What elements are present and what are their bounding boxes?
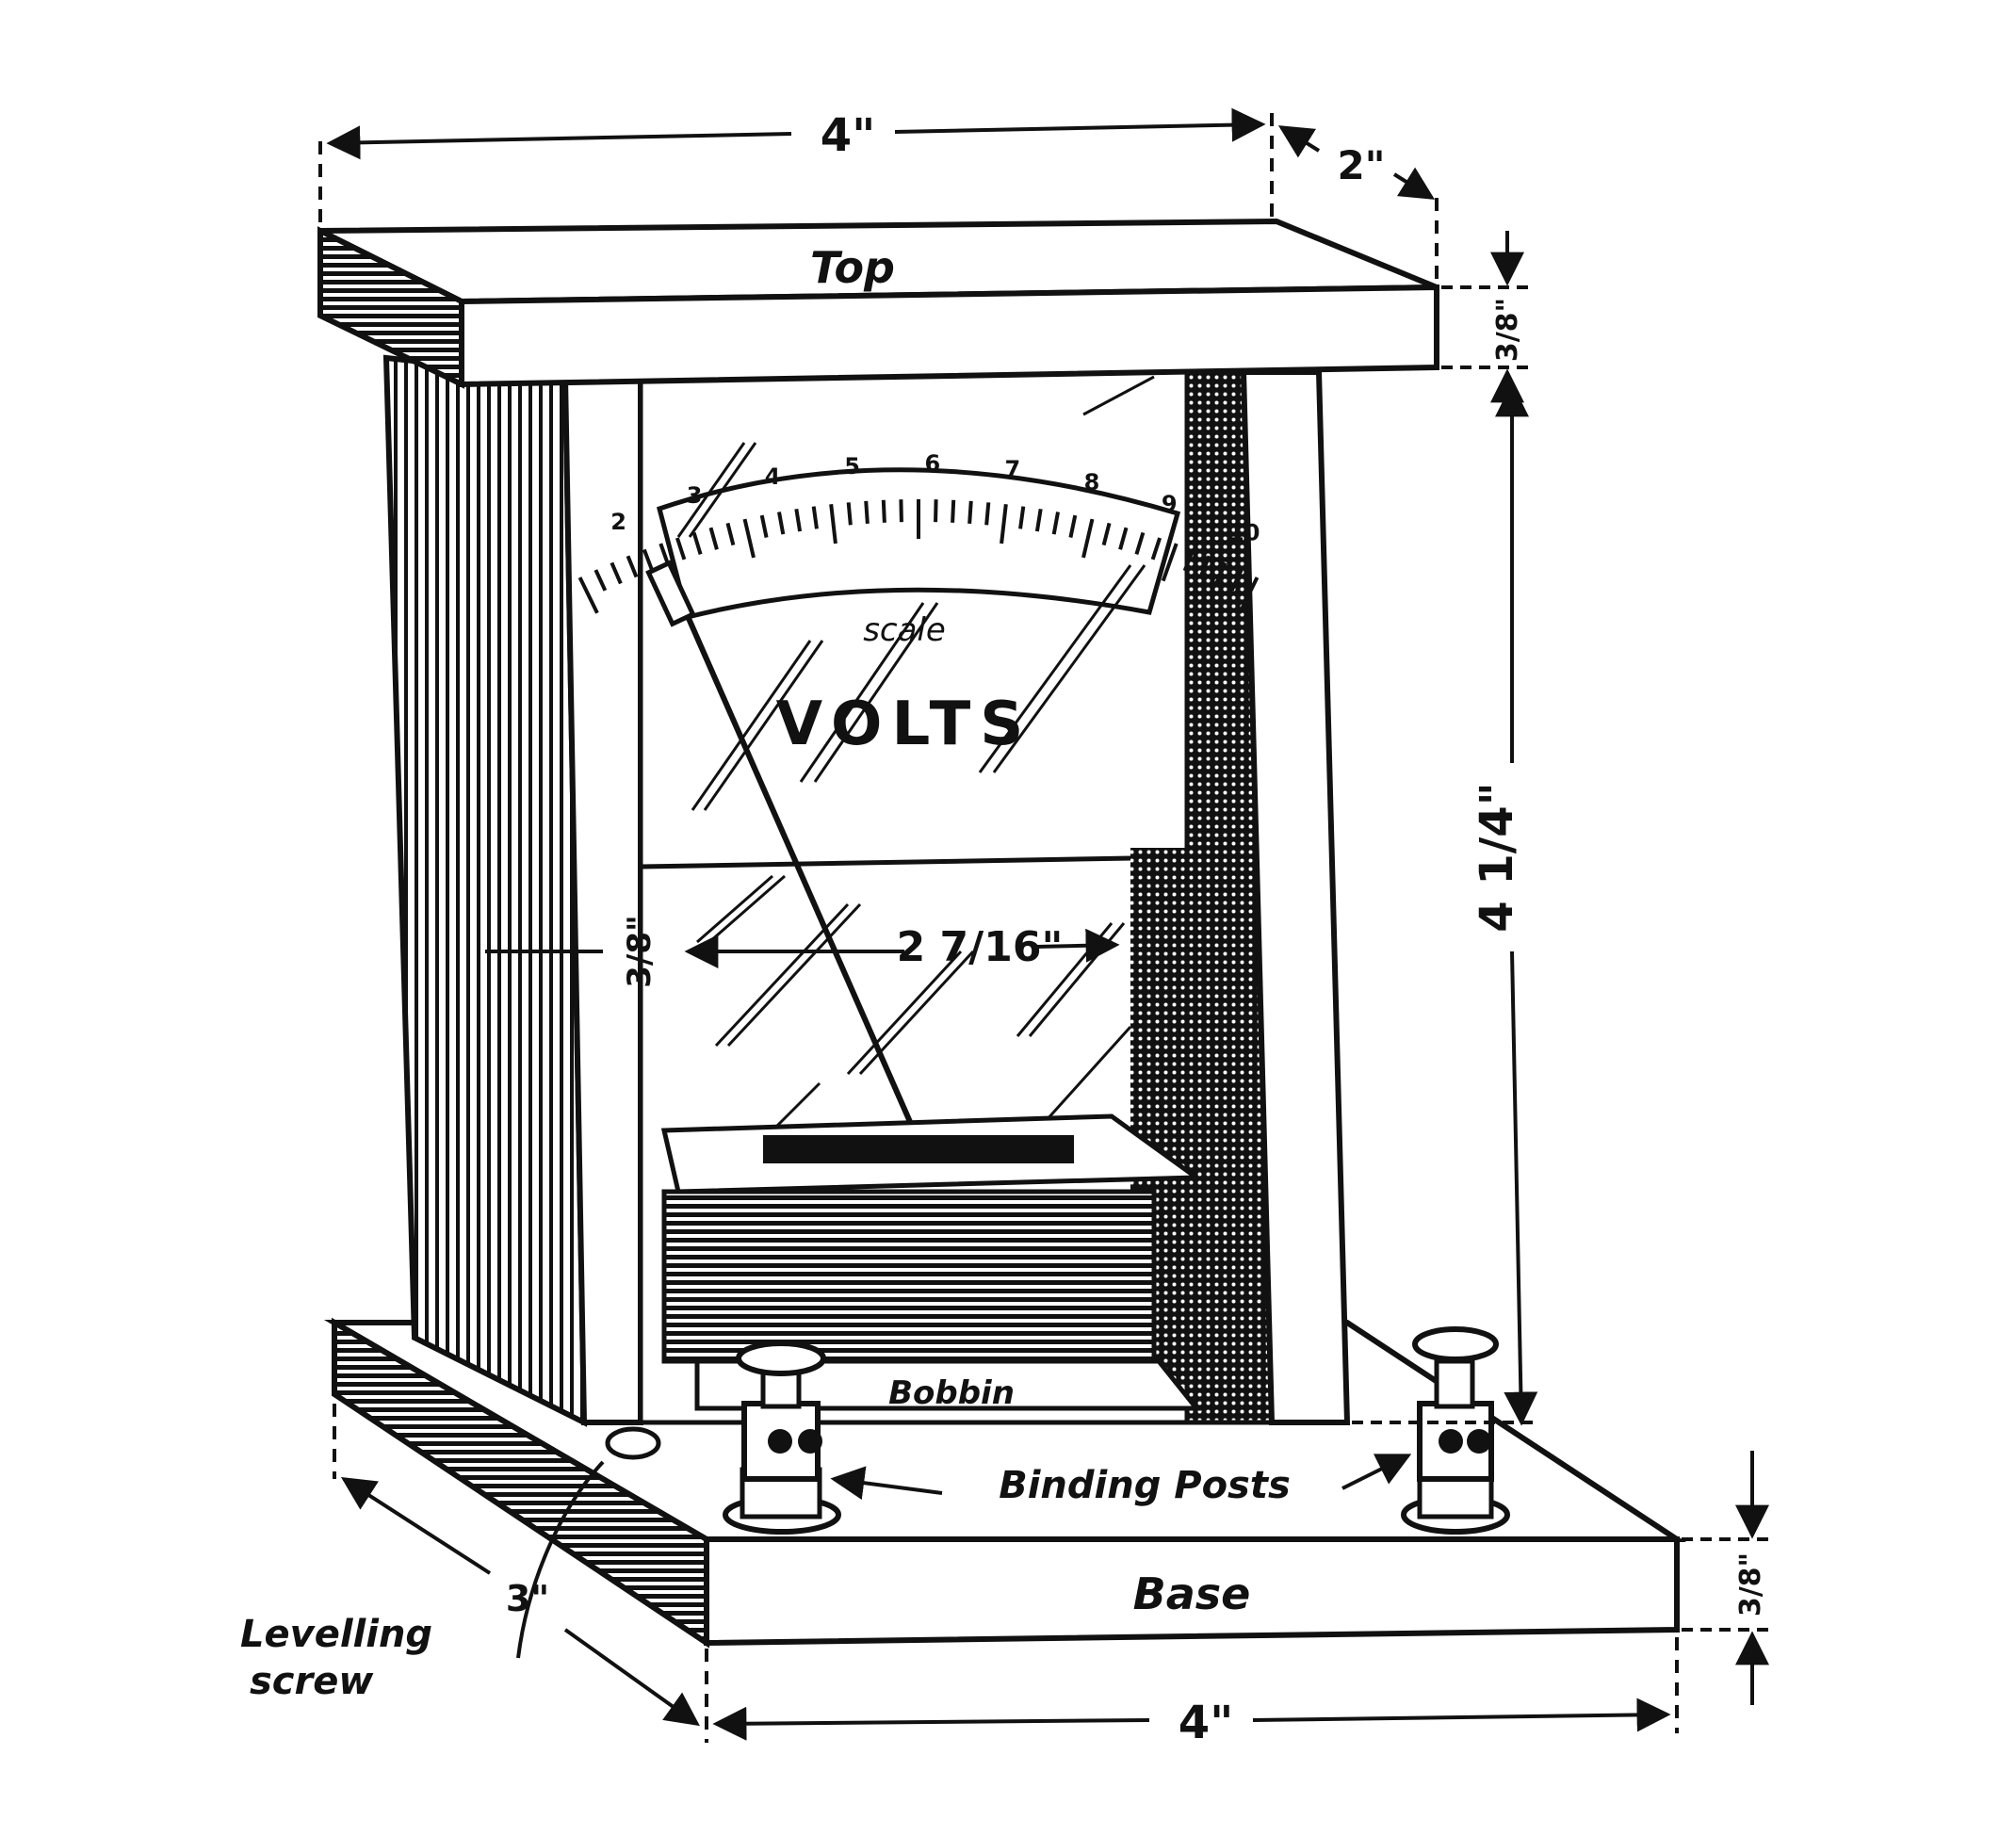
- dim-top-width: 4": [821, 109, 875, 162]
- scale-tick: [1068, 514, 1078, 538]
- scale-tick: [1198, 555, 1211, 578]
- scale-tick: [1161, 543, 1179, 582]
- dim-base-width: 4": [1179, 1697, 1233, 1749]
- dim-inner-width: 2 7/16": [897, 923, 1064, 971]
- scale-tick: [759, 514, 769, 538]
- scale-tick: [742, 518, 756, 559]
- coil-winding: [661, 1189, 1157, 1364]
- scale-number: 6: [924, 450, 940, 477]
- scale-tick: [864, 500, 870, 524]
- scale-number: 7: [1005, 456, 1021, 482]
- scale-number: 5: [844, 453, 860, 479]
- scale-tick: [1018, 506, 1026, 529]
- scale-tick: [1101, 522, 1112, 546]
- top-plate: Top: [317, 218, 1439, 389]
- scale-tick: [1118, 527, 1129, 550]
- scale-tick: [675, 537, 687, 561]
- scale-tick: [610, 561, 623, 585]
- scale-tick: [951, 499, 956, 523]
- scale-numbers: 2 3 4 5 6 7 8 9 10: [610, 450, 1260, 545]
- binding-posts-label: Binding Posts: [999, 1464, 1291, 1507]
- scale-tick: [829, 504, 837, 544]
- scale-tick: [1229, 569, 1244, 592]
- leader-binding-left: [830, 1466, 943, 1501]
- binding-post-right: [1401, 1326, 1510, 1535]
- dim-inner-height: 3/8": [621, 915, 658, 987]
- scale-number: 2: [610, 509, 626, 535]
- levelling-label-line1: Levelling: [240, 1613, 432, 1656]
- scale-tick: [593, 569, 608, 592]
- dimension-lines: [318, 107, 1771, 1743]
- scale-tick: [1238, 577, 1260, 614]
- scale-tick: [642, 548, 655, 572]
- scale-tick: [1000, 504, 1008, 544]
- scale-number: 4: [765, 463, 781, 490]
- scale-tick: [777, 512, 786, 535]
- scale-arc: [656, 467, 1181, 621]
- scale-tick: [691, 531, 703, 555]
- pointer: [645, 560, 917, 1132]
- volts-label: VOLTS: [776, 690, 1033, 759]
- top-label: Top: [810, 242, 895, 293]
- scale-tick: [881, 499, 886, 523]
- bobbin-label: Bobbin: [888, 1374, 1015, 1412]
- scale-tick: [1034, 509, 1043, 532]
- scale-number: 8: [1084, 469, 1100, 496]
- scale-tick: [1134, 531, 1146, 555]
- scale-tick: [1051, 512, 1060, 535]
- bobbin-plate: [694, 1358, 1202, 1411]
- coil: Bobbin: [660, 1113, 1204, 1412]
- base-left-face: [332, 1317, 709, 1649]
- scale-tick: [1081, 518, 1095, 559]
- left-pillar: [382, 354, 643, 1427]
- scale-tick: [1182, 548, 1195, 572]
- scale-tick: [899, 499, 903, 523]
- dim-base-thickness: 3/8": [1734, 1552, 1767, 1617]
- dim-base-depth: 3": [506, 1578, 549, 1619]
- scale-tick: [725, 522, 736, 546]
- panel-divider: [640, 854, 1188, 869]
- scale-number: 10: [1228, 519, 1260, 545]
- scale-tick: [1150, 537, 1162, 561]
- leader-binding-right: [1341, 1454, 1412, 1490]
- scale-tick: [708, 527, 719, 550]
- coil-slot: [763, 1135, 1074, 1163]
- glass-reflection: [676, 375, 1155, 1142]
- scale-tick: [846, 502, 853, 526]
- scale-tick: [1214, 561, 1227, 585]
- left-pillar-side: [382, 354, 588, 1427]
- pointer-tip: [645, 560, 696, 627]
- dim-height: 4 1/4": [1471, 782, 1523, 932]
- scale-tick: [811, 506, 819, 529]
- scale-tick: [626, 555, 639, 578]
- scale-number: 9: [1162, 491, 1178, 517]
- base-label: Base: [1133, 1568, 1251, 1619]
- dim-top-thickness: 3/8": [1491, 298, 1524, 362]
- dim-top-depth: 2": [1337, 142, 1385, 188]
- scale-ticks: [577, 499, 1260, 614]
- right-pillar: [1184, 369, 1351, 1425]
- scale-number: 3: [687, 482, 703, 509]
- levelling-label-line2: screw: [250, 1660, 374, 1703]
- scale-tick: [984, 502, 991, 526]
- scale-tick: [794, 509, 803, 532]
- scale-tick: [934, 499, 938, 523]
- scale-tick: [577, 577, 599, 614]
- levelling-screw: [516, 1426, 661, 1659]
- pointer-needle: [671, 582, 917, 1132]
- scale-tick: [967, 500, 973, 524]
- binding-post-left: [723, 1340, 841, 1535]
- top-front-face: [459, 284, 1439, 388]
